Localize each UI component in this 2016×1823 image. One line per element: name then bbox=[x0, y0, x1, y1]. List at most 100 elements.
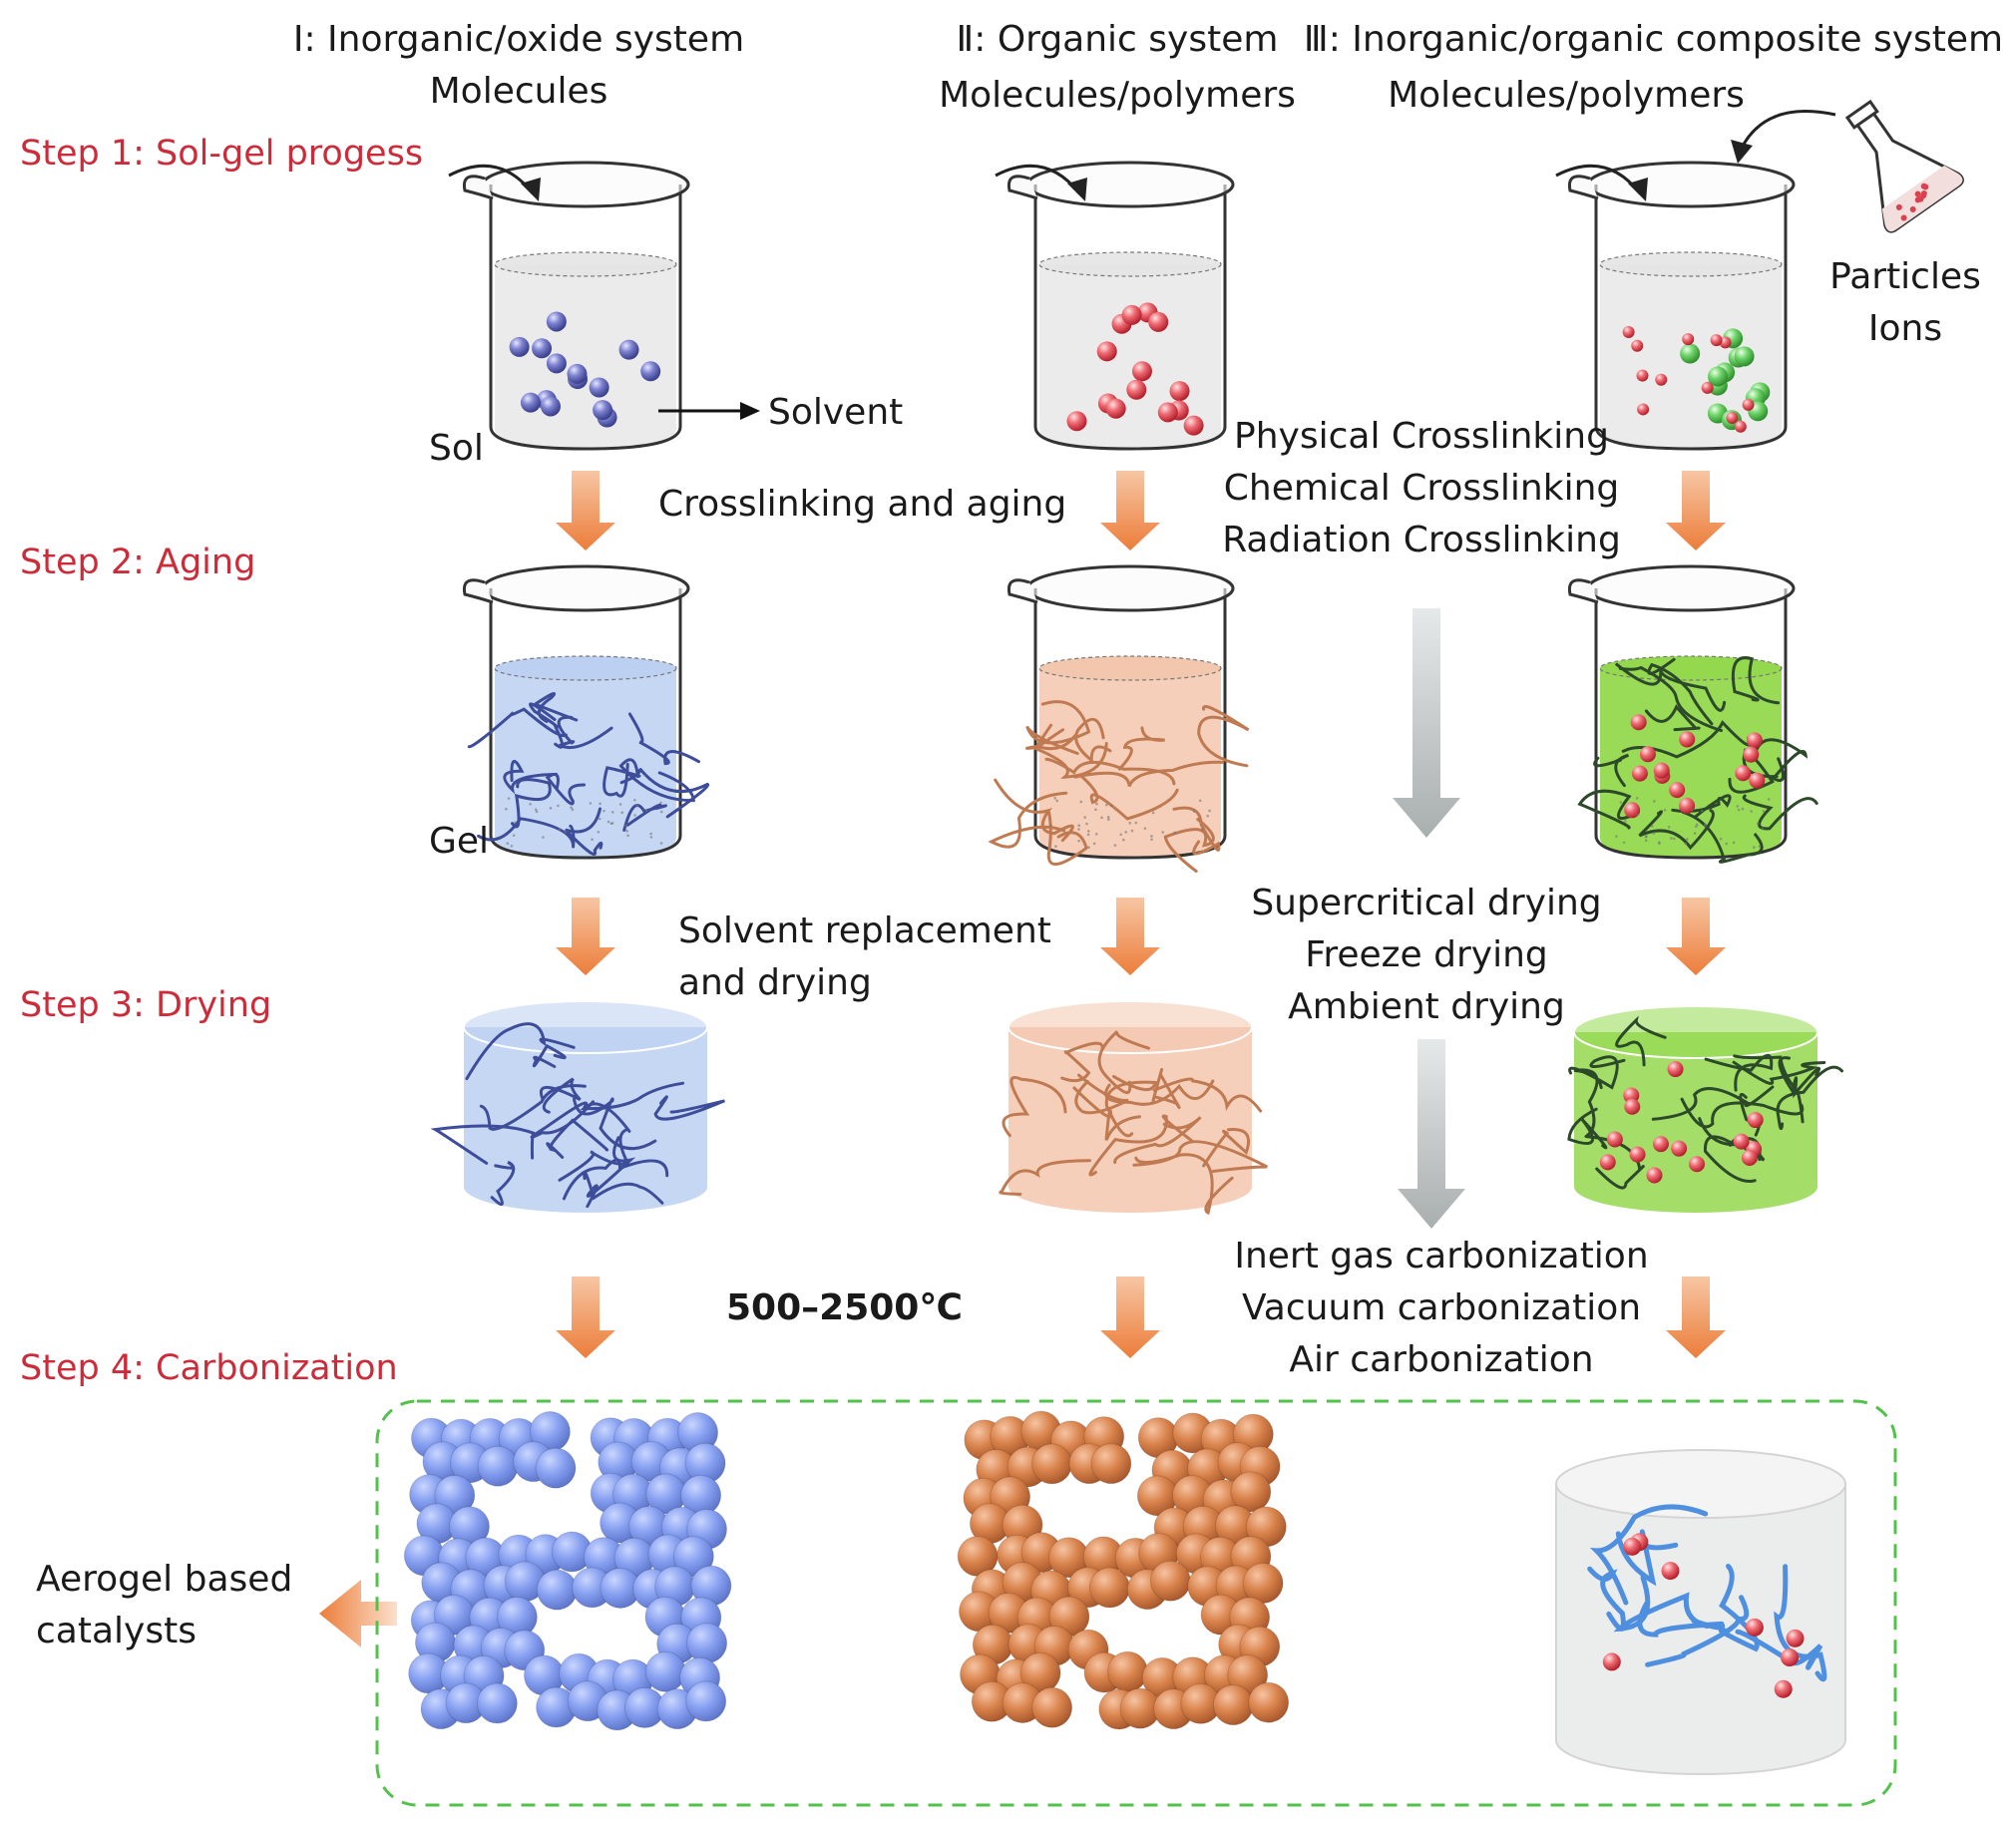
dried-aerogel-inorganic-fiber bbox=[586, 1136, 636, 1209]
step-2-label: Step 2: Aging bbox=[20, 543, 256, 582]
system-3-precursor: Molecules/polymers bbox=[1388, 75, 1745, 116]
gel-sediment-dot bbox=[534, 808, 538, 812]
blue-carbon-sphere bbox=[536, 1569, 578, 1611]
dried-aerogel-organic-fiber bbox=[1060, 1041, 1104, 1083]
blue-particle bbox=[532, 338, 553, 359]
dried-aerogel-composite-fiber bbox=[1568, 1055, 1626, 1090]
step-4-label: Step 4: Carbonization bbox=[20, 1348, 398, 1388]
gel-sediment-dot bbox=[659, 810, 663, 814]
dried-aerogel-organic-fiber bbox=[999, 1159, 1091, 1196]
gel-sediment-dot bbox=[1086, 833, 1090, 837]
gel-sediment-dot bbox=[1667, 825, 1671, 829]
gel-sediment-dot bbox=[1695, 825, 1698, 829]
carbonized-red-ion bbox=[1661, 1562, 1680, 1581]
gel-sediment-dot bbox=[633, 798, 636, 802]
gel-fiber-peach bbox=[1163, 818, 1215, 874]
dried-aerogel-composite-ion bbox=[1747, 1112, 1764, 1129]
flask-particle bbox=[1914, 196, 1921, 203]
gel-sediment-dot bbox=[1106, 816, 1110, 819]
gel-fiber-blue bbox=[545, 773, 586, 806]
gel-fiber-green bbox=[1638, 809, 1715, 851]
gel-sediment-dot bbox=[1143, 827, 1147, 830]
gel-sediment-dot bbox=[598, 817, 602, 821]
process-arrow-step2-organic-shape bbox=[1100, 898, 1160, 975]
gel-sediment-dot bbox=[1054, 845, 1057, 848]
gel-sediment-dot bbox=[1651, 825, 1654, 828]
red-particle bbox=[1148, 311, 1169, 332]
crosslinking-method-radiation: Radiation Crosslinking bbox=[1222, 520, 1621, 560]
dried-aerogel-inorganic-fiber bbox=[532, 1043, 567, 1068]
gel-fiber-peach bbox=[1197, 705, 1250, 768]
gel-sediment-dot bbox=[1670, 837, 1673, 840]
dried-aerogel-inorganic-body bbox=[464, 1027, 707, 1213]
dried-aerogel-composite-fiber bbox=[1778, 1056, 1821, 1099]
gel-sediment-dot bbox=[1737, 808, 1741, 812]
gel-fiber-peach bbox=[994, 778, 1074, 843]
blue-carbon-sphere bbox=[535, 1447, 577, 1489]
red-particle bbox=[1105, 398, 1126, 419]
gel-fiber-green bbox=[1754, 738, 1809, 783]
beaker-gel-composite-body bbox=[1594, 588, 1788, 860]
process-arrow-step3-organic-shape bbox=[1100, 1276, 1160, 1358]
gel-red-ion bbox=[1653, 762, 1670, 779]
green-particle bbox=[1680, 343, 1701, 364]
carbon-fiber bbox=[1637, 1601, 1726, 1638]
gel-sediment-dot bbox=[506, 842, 510, 846]
red-ion bbox=[1622, 326, 1635, 339]
blue-particle bbox=[593, 400, 613, 421]
drying-method-freeze: Freeze drying bbox=[1305, 934, 1548, 975]
green-particle bbox=[1734, 346, 1755, 367]
aerogel-label-2: catalysts bbox=[36, 1611, 197, 1651]
gel-fiber-blue bbox=[511, 778, 552, 829]
gel-sediment-dot bbox=[1107, 818, 1110, 821]
gel-sediment-dot bbox=[1206, 814, 1210, 818]
process-arrow-step1-inorganic-shape bbox=[556, 471, 615, 550]
beaker-gel-composite-rim bbox=[1586, 564, 1796, 612]
system-3-name: : Inorganic/organic composite system bbox=[1328, 19, 2004, 60]
beaker-gel-inorganic-rim bbox=[481, 564, 690, 612]
dried-aerogel-composite-ion bbox=[1599, 1154, 1616, 1171]
dried-aerogel-composite-fiber bbox=[1680, 1097, 1805, 1129]
blue-particle bbox=[567, 363, 588, 384]
process-arrow-step1-organic-shape bbox=[1100, 471, 1160, 550]
gel-fiber-peach bbox=[1025, 700, 1091, 755]
gel-sediment-dot bbox=[1092, 842, 1096, 846]
gel-sediment-dot bbox=[1704, 823, 1707, 826]
dried-aerogel-composite-ion bbox=[1689, 1156, 1706, 1173]
blue-particle bbox=[546, 353, 567, 374]
dried-aerogel-organic-fiber bbox=[1113, 1116, 1202, 1165]
gel-sediment-dot bbox=[1119, 833, 1123, 837]
beaker-gel-inorganic-body bbox=[489, 588, 682, 860]
red-particle bbox=[1066, 411, 1087, 432]
gel-sediment-dot bbox=[1700, 810, 1704, 813]
flask-particle bbox=[1922, 183, 1929, 190]
gel-sediment-dot bbox=[1741, 807, 1745, 811]
dried-aerogel-inorganic-top bbox=[463, 1000, 708, 1054]
gel-sediment-dot bbox=[618, 803, 622, 806]
system-1-numeral: Ⅰ bbox=[292, 19, 304, 60]
beaker-gel-inorganic-spout bbox=[462, 578, 494, 604]
gel-sediment-dot bbox=[1732, 841, 1736, 845]
gel-sediment-dot bbox=[649, 836, 653, 839]
dried-aerogel-composite-top bbox=[1573, 1005, 1818, 1059]
red-particle bbox=[1131, 361, 1152, 382]
gel-sediment-dot bbox=[1150, 838, 1153, 842]
temperature-label: 500–2500℃ bbox=[726, 1287, 963, 1328]
gel-fiber-peach bbox=[988, 791, 1068, 849]
dried-aerogel-organic-fiber bbox=[1104, 1074, 1157, 1138]
ions-label: Ions bbox=[1867, 308, 1943, 349]
beaker-sol-organic-liquid-surface bbox=[1038, 251, 1222, 277]
dried-aerogel-inorganic-fiber bbox=[653, 1095, 725, 1121]
gel-sediment-dot bbox=[513, 821, 517, 824]
red-ion bbox=[1636, 369, 1649, 382]
beaker-gel-inorganic-liquid-surface bbox=[494, 655, 677, 681]
gel-fiber-green bbox=[1644, 703, 1701, 732]
dried-aerogel-composite bbox=[1567, 1005, 1843, 1213]
dried-aerogel-composite-ion bbox=[1733, 1133, 1750, 1150]
beaker-gel-inorganic bbox=[462, 564, 690, 860]
crosslinking-method-physical: Physical Crosslinking bbox=[1234, 416, 1609, 457]
system-1-header: Ⅰ: Inorganic/oxide system bbox=[229, 18, 808, 61]
gel-red-ion bbox=[1746, 732, 1763, 749]
gel-sediment-dot bbox=[1083, 816, 1086, 819]
